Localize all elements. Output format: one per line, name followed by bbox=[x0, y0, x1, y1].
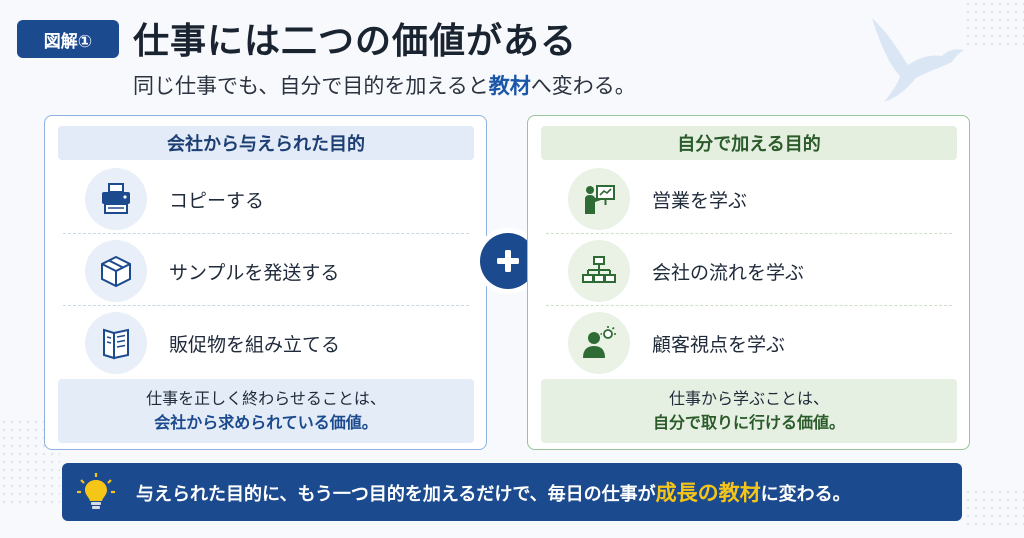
person-idea-icon bbox=[568, 312, 630, 374]
summary-accent: 成長の教材 bbox=[655, 481, 761, 505]
company-purpose-footer: 仕事を正しく終わらせることは、 会社から求められている価値。 bbox=[58, 379, 474, 443]
footer-line: 仕事から学ぶことは、 bbox=[668, 389, 829, 408]
list-item-copy: コピーする bbox=[85, 164, 455, 234]
item-label: コピーする bbox=[169, 189, 265, 212]
figure-badge: 図解① bbox=[17, 20, 119, 58]
company-purpose-heading: 会社から与えられた目的 bbox=[58, 126, 474, 160]
subtitle: 同じ仕事でも、自分で目的を加えると教材へ変わる。 bbox=[133, 70, 636, 100]
divider bbox=[546, 305, 952, 306]
summary-message: 与えられた目的に、もう一つ目的を加えるだけで、毎日の仕事が成長の教材に変わる。 bbox=[136, 477, 851, 507]
subtitle-highlight: 教材 bbox=[488, 74, 531, 98]
package-box-icon bbox=[85, 240, 147, 302]
plus-icon bbox=[480, 233, 536, 289]
divider bbox=[546, 233, 952, 234]
divider bbox=[63, 233, 469, 234]
subtitle-post: へ変わる。 bbox=[530, 74, 636, 98]
dot-pattern-bottom-right bbox=[964, 488, 1024, 528]
self-purpose-footer: 仕事から学ぶことは、 自分で取りに行ける価値。 bbox=[541, 379, 957, 443]
item-label: サンプルを発送する bbox=[169, 261, 340, 284]
page-title: 仕事には二つの価値がある bbox=[133, 21, 578, 62]
dot-pattern-top-right bbox=[964, 0, 1024, 50]
summary-post: に変わる。 bbox=[760, 484, 851, 505]
footer-line: 仕事を正しく終わらせることは、 bbox=[146, 389, 386, 408]
brochure-icon bbox=[85, 312, 147, 374]
list-item-learn-sales: 営業を学ぶ bbox=[568, 164, 938, 234]
list-item-ship-sample: サンプルを発送する bbox=[85, 236, 455, 306]
presenter-icon bbox=[568, 168, 630, 230]
copier-icon bbox=[85, 168, 147, 230]
list-item-assemble: 販促物を組み立てる bbox=[85, 308, 455, 378]
lightbulb-icon bbox=[74, 470, 118, 514]
list-item-learn-customer: 顧客視点を学ぶ bbox=[568, 308, 938, 378]
subtitle-pre: 同じ仕事でも、自分で目的を加えると bbox=[133, 74, 489, 98]
item-label: 営業を学ぶ bbox=[652, 189, 748, 212]
item-label: 会社の流れを学ぶ bbox=[652, 261, 805, 284]
list-item-learn-flow: 会社の流れを学ぶ bbox=[568, 236, 938, 306]
bird-icon bbox=[872, 18, 964, 102]
footer-emphasis: 会社から求められている価値。 bbox=[154, 413, 378, 432]
footer-emphasis: 自分で取りに行ける価値。 bbox=[652, 413, 845, 432]
org-chart-icon bbox=[568, 240, 630, 302]
item-label: 販促物を組み立てる bbox=[169, 333, 341, 356]
company-purpose-card: 会社から与えられた目的 コピーする サンプルを発送する bbox=[44, 115, 487, 450]
self-purpose-heading: 自分で加える目的 bbox=[541, 126, 957, 160]
summary-pre: 与えられた目的に、もう一つ目的を加えるだけで、毎日の仕事が bbox=[136, 484, 656, 505]
self-purpose-card: 自分で加える目的 営業を学ぶ 会社の流れを学ぶ bbox=[527, 115, 970, 450]
divider bbox=[63, 305, 469, 306]
item-label: 顧客視点を学ぶ bbox=[652, 333, 786, 356]
summary-banner: 与えられた目的に、もう一つ目的を加えるだけで、毎日の仕事が成長の教材に変わる。 bbox=[62, 463, 962, 521]
